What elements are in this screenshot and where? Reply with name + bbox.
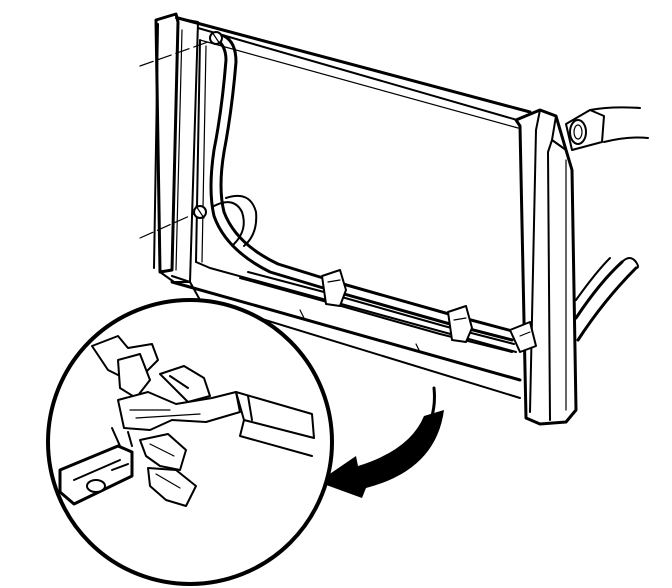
left-side-tank — [153, 12, 199, 283]
right-side-tank — [514, 108, 578, 426]
filler-neck — [565, 106, 649, 151]
line-retaining-clips — [321, 269, 537, 353]
leader-lines — [139, 41, 209, 239]
radiator-inner-frame — [195, 39, 517, 353]
curved-arrow-indicator — [318, 386, 444, 498]
detail-circle — [46, 298, 334, 586]
cooler-lines — [209, 34, 518, 353]
clip-detail-magnified — [46, 298, 334, 586]
mounting-bolts — [193, 31, 223, 219]
outlet-pipes — [574, 257, 639, 342]
radiator-top-rail — [176, 16, 532, 129]
